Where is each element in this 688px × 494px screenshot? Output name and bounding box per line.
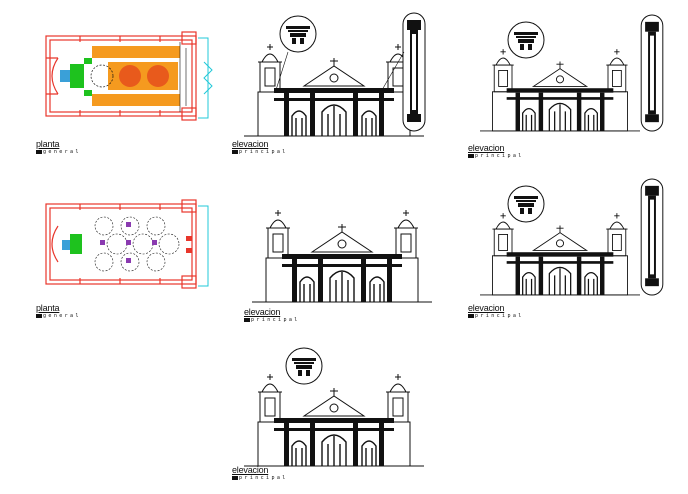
caption-title: planta <box>36 139 60 149</box>
caption-title: elevacion <box>244 307 281 317</box>
caption-subtitle: principal <box>244 318 300 323</box>
caption-planta-1: planta general <box>36 140 81 155</box>
caption-title: planta <box>36 303 60 313</box>
column-detail-callout-2 <box>640 14 664 132</box>
facade-elevation-3 <box>252 206 432 306</box>
dome-3 <box>90 64 114 88</box>
dome-2 <box>147 65 169 87</box>
cornice-detail-callout-4 <box>506 184 546 224</box>
cornice-detail-callout-5 <box>284 346 324 386</box>
nave-band-bottom <box>92 94 180 106</box>
dome-1 <box>119 65 141 87</box>
caption-elevacion-3: elevacion principal <box>244 308 300 323</box>
cornice-detail-callout-2 <box>506 20 546 60</box>
caption-subtitle: principal <box>468 314 524 319</box>
caption-subtitle: general <box>36 314 81 319</box>
leader-lines-1 <box>275 51 405 91</box>
caption-subtitle: general <box>36 150 81 155</box>
apse-blue <box>60 70 70 82</box>
facade-elevation-2 <box>480 40 640 140</box>
caption-elevacion-5: elevacion principal <box>232 466 288 481</box>
caption-subtitle: principal <box>232 150 288 155</box>
caption-subtitle: principal <box>468 154 524 159</box>
caption-elevacion-4: elevacion principal <box>468 304 524 319</box>
caption-title: elevacion <box>232 139 269 149</box>
chapel-green <box>70 64 84 88</box>
plan-general-colored <box>45 31 213 121</box>
caption-title: elevacion <box>468 143 505 153</box>
caption-title: elevacion <box>468 303 505 313</box>
caption-subtitle: principal <box>232 476 288 481</box>
facade-elevation-5 <box>244 370 424 470</box>
nave-band-top <box>92 46 180 58</box>
caption-elevacion-2: elevacion principal <box>468 144 524 159</box>
facade-elevation-4 <box>480 204 640 304</box>
caption-title: elevacion <box>232 465 269 475</box>
cornice-detail-callout-1 <box>278 14 318 54</box>
column-detail-callout-4 <box>640 178 664 296</box>
caption-elevacion-1: elevacion principal <box>232 140 288 155</box>
plan-general-vaults <box>45 199 209 289</box>
caption-planta-2: planta general <box>36 304 81 319</box>
